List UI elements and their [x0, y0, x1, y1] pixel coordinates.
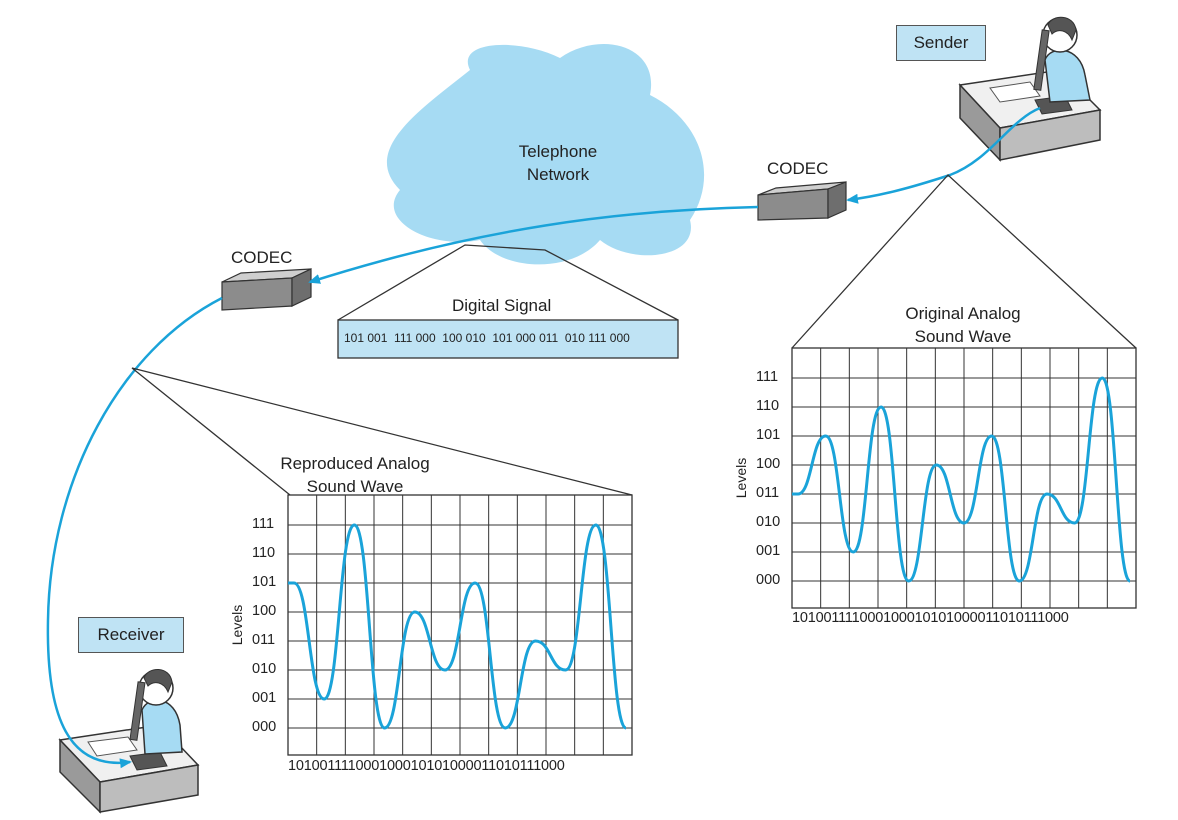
original-wave-title-line1: Original Analog: [905, 304, 1021, 323]
reproduced-wave-callout: [131, 367, 633, 496]
level-label: 101: [756, 427, 781, 443]
receiver-label: Receiver: [78, 617, 184, 653]
level-label: 110: [252, 545, 276, 561]
reproduced-wave-title-line2: Sound Wave: [306, 477, 404, 496]
level-label: 111: [252, 516, 275, 532]
original-x-bits: 101001111000100010101000011010111000: [792, 610, 1069, 626]
codec-to-receiver-line: [46, 296, 223, 769]
digital-signal-title: Digital Signal: [452, 296, 552, 315]
level-label: 100: [252, 603, 277, 619]
reproduced-wave-title-line1: Reproduced Analog: [280, 454, 430, 473]
digital-signal-callout: [337, 244, 679, 321]
reproduced-x-bits: 101001111000100010101000011010111000: [288, 758, 565, 774]
digital-signal-box: [337, 319, 679, 359]
original-wave-title-line2: Sound Wave: [914, 327, 1012, 346]
receiver-person: [129, 669, 183, 755]
level-label: 011: [756, 485, 780, 501]
network-line: [308, 205, 759, 284]
original-wave-title: Original Analog Sound Wave: [858, 302, 1068, 348]
level-label: 110: [756, 398, 780, 414]
level-label: 001: [756, 543, 781, 559]
network-label-line2: Network: [526, 165, 590, 184]
level-label: 001: [252, 690, 277, 706]
sender-to-codec-line: [846, 106, 1041, 204]
original-wave-path: [792, 376, 1132, 583]
network-label: Telephone Network: [488, 140, 628, 186]
telephone-network-cloud: [386, 44, 705, 265]
sender-label: Sender: [896, 25, 986, 61]
reproduced-wave-path: [288, 523, 628, 730]
level-label: 010: [756, 514, 781, 530]
level-label: 011: [252, 632, 276, 648]
digital-signal-bits: 101 001 111 000 100 010 101 000 011 010 …: [344, 331, 630, 345]
level-label: 101: [252, 574, 277, 590]
reproduced-wave-chart: [287, 494, 633, 756]
level-label: 010: [252, 661, 277, 677]
codec-left-device: [221, 268, 312, 311]
sender-person: [1033, 16, 1091, 103]
codec-left-label: CODEC: [231, 248, 293, 267]
reproduced-wave-title: Reproduced Analog Sound Wave: [250, 452, 460, 498]
level-label: 000: [756, 572, 781, 588]
original-wave-chart: [791, 347, 1137, 609]
codec-right-label: CODEC: [767, 159, 829, 178]
level-label: 111: [756, 369, 779, 385]
original-y-axis-label: Levels: [733, 458, 749, 498]
original-wave-callout: [791, 174, 1137, 349]
reproduced-y-axis-label: Levels: [229, 605, 245, 645]
level-label: 100: [756, 456, 781, 472]
original-chart-grid: [792, 348, 1136, 608]
codec-right-device: [757, 181, 847, 221]
level-label: 000: [252, 719, 277, 735]
network-label-line1: Telephone: [518, 142, 598, 161]
